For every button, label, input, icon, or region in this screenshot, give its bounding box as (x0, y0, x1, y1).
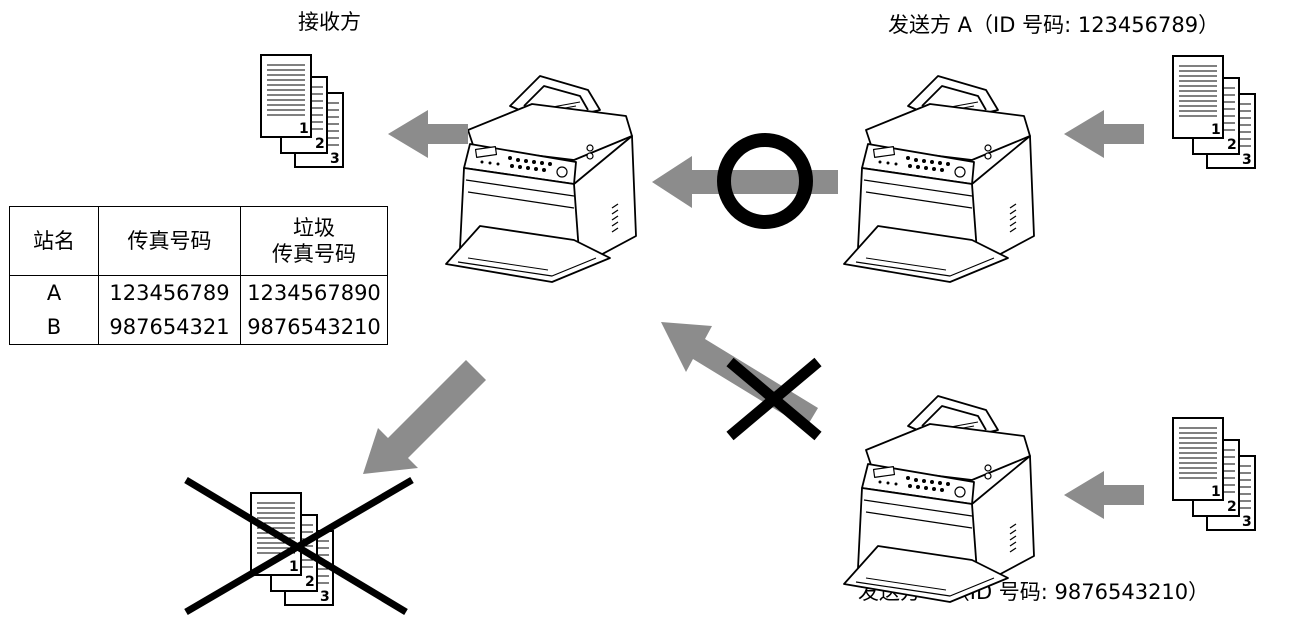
table-cell: B (9, 310, 99, 345)
circle-accept-icon (717, 133, 813, 229)
fax-machine-icon (843, 75, 1035, 283)
cross-reject-icon (184, 476, 414, 616)
arrow-icon (1064, 471, 1144, 519)
fax-machine-icon (843, 395, 1035, 603)
document-stack-icon (1172, 55, 1256, 169)
col-junk-fax-number: 垃圾 传真号码 (240, 206, 388, 276)
arrow-icon (388, 110, 468, 158)
fax-machine-icon (445, 75, 637, 283)
sender-a-label: 发送方 A（ID 号码: 123456789） (888, 13, 1220, 37)
table-row: A 123456789 1234567890 (9, 275, 388, 310)
table-cell: 1234567890 (240, 275, 388, 310)
table-cell: 123456789 (98, 275, 241, 310)
table-header-row: 站名 传真号码 垃圾 传真号码 (9, 206, 388, 276)
cross-reject-icon (726, 357, 822, 441)
table-cell: 987654321 (98, 310, 241, 345)
table-cell: 9876543210 (240, 310, 388, 345)
arrow-icon (1064, 110, 1144, 158)
arrow-icon (652, 156, 838, 208)
receiver-label: 接收方 (298, 10, 361, 34)
document-stack-icon (1172, 417, 1256, 531)
col-fax-number: 传真号码 (98, 206, 241, 276)
arrow-icon (363, 360, 486, 474)
table-row: B 987654321 9876543210 (9, 310, 388, 345)
fax-number-table: 站名 传真号码 垃圾 传真号码 A 123456789 1234567890 B… (9, 206, 388, 345)
document-stack-icon (260, 54, 344, 168)
